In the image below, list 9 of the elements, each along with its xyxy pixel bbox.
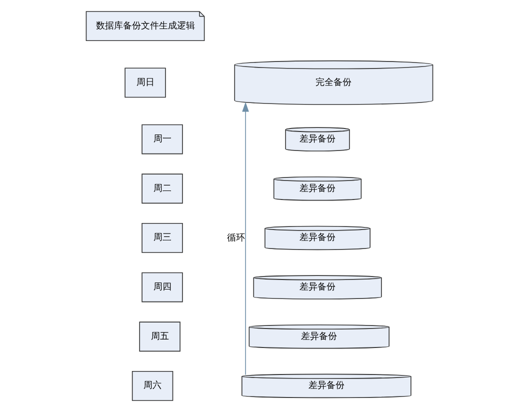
node-box: 周六 [132,370,174,401]
node-box: 周日 [124,68,166,98]
node-box: 周三 [142,222,183,253]
node-box: 周四 [142,272,183,302]
arrow [242,102,249,376]
edge-label: 循环 [227,233,246,244]
node-box: 周一 [142,124,183,154]
node-box: 周二 [142,174,183,204]
node-box: 周五 [139,322,180,352]
